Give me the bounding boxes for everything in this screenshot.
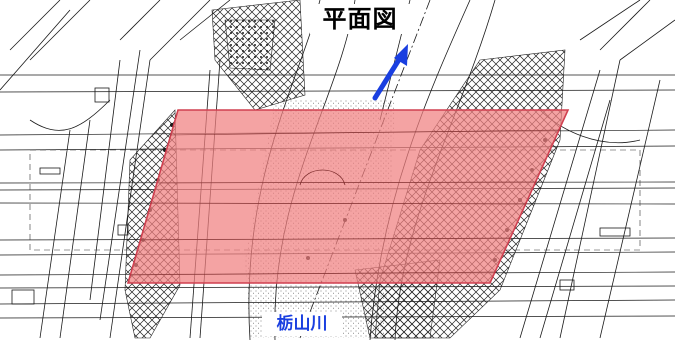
highlighted-zone <box>126 109 570 284</box>
dotted-area <box>224 19 276 71</box>
overlay-lines <box>129 129 561 276</box>
river-name-label: 栃山川 <box>262 312 342 336</box>
structure-boxes <box>11 87 631 305</box>
drawing-title: 平面図 <box>310 4 410 34</box>
road-lines <box>0 74 675 319</box>
north-arrow-icon <box>372 44 408 101</box>
